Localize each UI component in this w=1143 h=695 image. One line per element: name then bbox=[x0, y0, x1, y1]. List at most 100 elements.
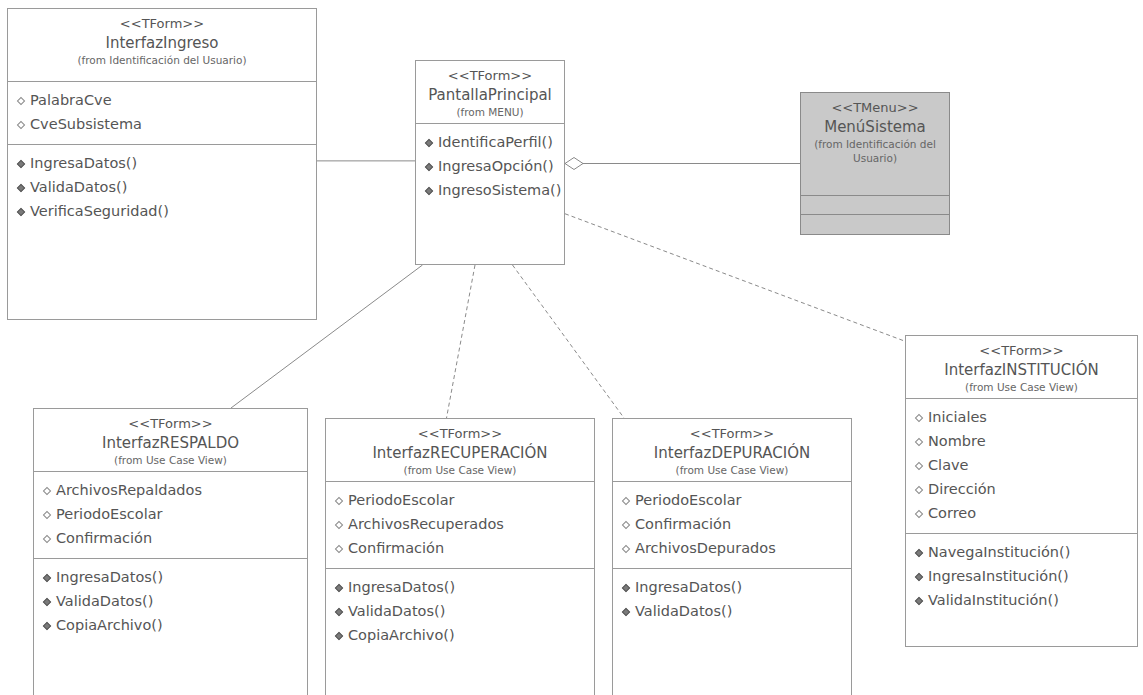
operation-icon bbox=[335, 607, 343, 615]
attribute-row: Dirección bbox=[914, 477, 1129, 501]
operation-compartment: IdentificaPerfil() IngresaOpción() Ingreso… bbox=[416, 123, 564, 210]
operation-icon bbox=[425, 162, 433, 170]
operation-row: IngresaOpción() bbox=[424, 154, 556, 178]
operation-icon bbox=[915, 572, 923, 580]
operation-name: NavegaInstitución() bbox=[928, 544, 1070, 560]
operation-icon bbox=[335, 583, 343, 591]
operation-row: IdentificaPerfil() bbox=[424, 130, 556, 154]
package-note: (from Use Case View) bbox=[332, 463, 588, 477]
operation-compartment: IngresaDatos() ValidaDatos() CopiaArchivo(… bbox=[34, 558, 307, 645]
class-header: <<TForm>>PantallaPrincipal(from MENU) bbox=[416, 61, 564, 123]
attribute-row: PalabraCve bbox=[16, 88, 308, 112]
line bbox=[565, 163, 800, 164]
association-line bbox=[447, 265, 476, 418]
operation-name: ValidaDatos() bbox=[348, 603, 445, 619]
class-name: PantallaPrincipal bbox=[422, 85, 558, 105]
operation-name: IngresaDatos() bbox=[348, 579, 455, 595]
attribute-name: CveSubsistema bbox=[30, 116, 142, 132]
attribute-name: Clave bbox=[928, 457, 969, 473]
attribute-compartment: PalabraCveCveSubsistema bbox=[8, 81, 316, 144]
operation-row: IngresaDatos() bbox=[16, 151, 308, 175]
operation-row: ValidaInstitución() bbox=[914, 588, 1129, 612]
operation-row: CopiaArchivo() bbox=[334, 623, 586, 647]
attribute-icon bbox=[622, 520, 630, 528]
class-name: InterfazRESPALDO bbox=[40, 433, 301, 453]
attribute-row: PeriodoEscolar bbox=[621, 488, 843, 512]
operation-compartment: NavegaInstitución() IngresaInstitución() V… bbox=[906, 533, 1137, 620]
operation-name: IngresoSistema() bbox=[438, 182, 561, 198]
operation-name: IngresaDatos() bbox=[56, 569, 163, 585]
operation-row: IngresaDatos() bbox=[334, 575, 586, 599]
operation-row: ValidaDatos() bbox=[16, 175, 308, 199]
attribute-icon bbox=[915, 413, 923, 421]
class-header: <<TForm>>InterfazINSTITUCIÓN(from Use Ca… bbox=[906, 336, 1137, 398]
attribute-icon bbox=[915, 485, 923, 493]
attribute-icon bbox=[915, 437, 923, 445]
attribute-icon bbox=[915, 461, 923, 469]
attribute-icon bbox=[335, 520, 343, 528]
package-note: (from Use Case View) bbox=[619, 463, 845, 477]
operation-name: IngresaOpción() bbox=[438, 158, 554, 174]
operation-name: IngresaInstitución() bbox=[928, 568, 1069, 584]
attribute-compartment: ArchivosRepaldadosPeriodoEscolarConfirma… bbox=[34, 471, 307, 558]
operation-compartment: IngresaDatos()ValidaDatos() bbox=[613, 568, 851, 631]
attribute-name: PeriodoEscolar bbox=[635, 492, 742, 508]
attribute-icon bbox=[915, 509, 923, 517]
attribute-icon bbox=[335, 544, 343, 552]
attribute-row: Correo bbox=[914, 501, 1129, 525]
class-box: <<TForm>>InterfazIngreso(from Identifica… bbox=[7, 8, 317, 320]
attribute-compartment: PeriodoEscolarConfirmaciónArchivosDepura… bbox=[613, 481, 851, 568]
attribute-icon bbox=[335, 496, 343, 504]
attribute-icon bbox=[17, 120, 25, 128]
aggregation-diamond bbox=[565, 158, 583, 170]
operation-row: IngresaDatos() bbox=[42, 565, 299, 589]
operation-name: ValidaDatos() bbox=[30, 179, 127, 195]
operation-row: NavegaInstitución() bbox=[914, 540, 1129, 564]
class-name: InterfazDEPURACIÓN bbox=[619, 443, 845, 463]
stereotype: <<TMenu>> bbox=[807, 99, 943, 117]
attribute-row: PeriodoEscolar bbox=[334, 488, 586, 512]
operation-icon bbox=[17, 207, 25, 215]
attribute-row: ArchivosRepaldados bbox=[42, 478, 299, 502]
attribute-name: Nombre bbox=[928, 433, 986, 449]
operation-icon bbox=[622, 583, 630, 591]
operation-icon bbox=[622, 607, 630, 615]
operation-icon bbox=[335, 631, 343, 639]
attribute-row: CveSubsistema bbox=[16, 112, 308, 136]
package-note: (from MENU) bbox=[422, 105, 558, 119]
operation-row: IngresoSistema() bbox=[424, 178, 556, 202]
operation-row: VerificaSeguridad() bbox=[16, 199, 308, 223]
attribute-name: Confirmación bbox=[348, 540, 444, 556]
operation-icon bbox=[17, 183, 25, 191]
class-box: <<TForm>>InterfazDEPURACIÓN(from Use Cas… bbox=[612, 418, 852, 695]
stereotype: <<TForm>> bbox=[40, 415, 301, 433]
stereotype: <<TForm>> bbox=[332, 425, 588, 443]
class-box: <<TForm>>InterfazRECUPERACIÓN(from Use C… bbox=[325, 418, 595, 695]
association-line bbox=[513, 265, 625, 418]
line bbox=[513, 265, 625, 418]
operation-row: IngresaInstitución() bbox=[914, 564, 1129, 588]
attribute-name: ArchivosRepaldados bbox=[56, 482, 202, 498]
class-header: <<TForm>>InterfazIngreso(from Identifica… bbox=[8, 9, 316, 81]
stereotype: <<TForm>> bbox=[619, 425, 845, 443]
operation-compartment: IngresaDatos() ValidaDatos() VerificaSegur… bbox=[8, 144, 316, 231]
class-box: <<TForm>>PantallaPrincipal(from MENU)Ide… bbox=[415, 60, 565, 265]
attribute-name: ArchivosDepurados bbox=[635, 540, 776, 556]
attribute-row: Confirmación bbox=[334, 536, 586, 560]
package-note: (from Use Case View) bbox=[40, 453, 301, 467]
operation-compartment bbox=[801, 214, 949, 231]
operation-name: ValidaInstitución() bbox=[928, 592, 1059, 608]
operation-row: ValidaDatos() bbox=[621, 599, 843, 623]
attribute-icon bbox=[43, 486, 51, 494]
attribute-icon bbox=[17, 96, 25, 104]
attribute-row: Confirmación bbox=[42, 526, 299, 550]
attribute-name: ArchivosRecuperados bbox=[348, 516, 504, 532]
attribute-icon bbox=[622, 544, 630, 552]
operation-icon bbox=[43, 573, 51, 581]
stereotype: <<TForm>> bbox=[14, 15, 310, 33]
operation-row: CopiaArchivo() bbox=[42, 613, 299, 637]
class-name: MenúSistema bbox=[807, 117, 943, 137]
class-box: <<TForm>>InterfazRESPALDO(from Use Case … bbox=[33, 408, 308, 695]
operation-name: IngresaDatos() bbox=[30, 155, 137, 171]
operation-name: ValidaDatos() bbox=[56, 593, 153, 609]
